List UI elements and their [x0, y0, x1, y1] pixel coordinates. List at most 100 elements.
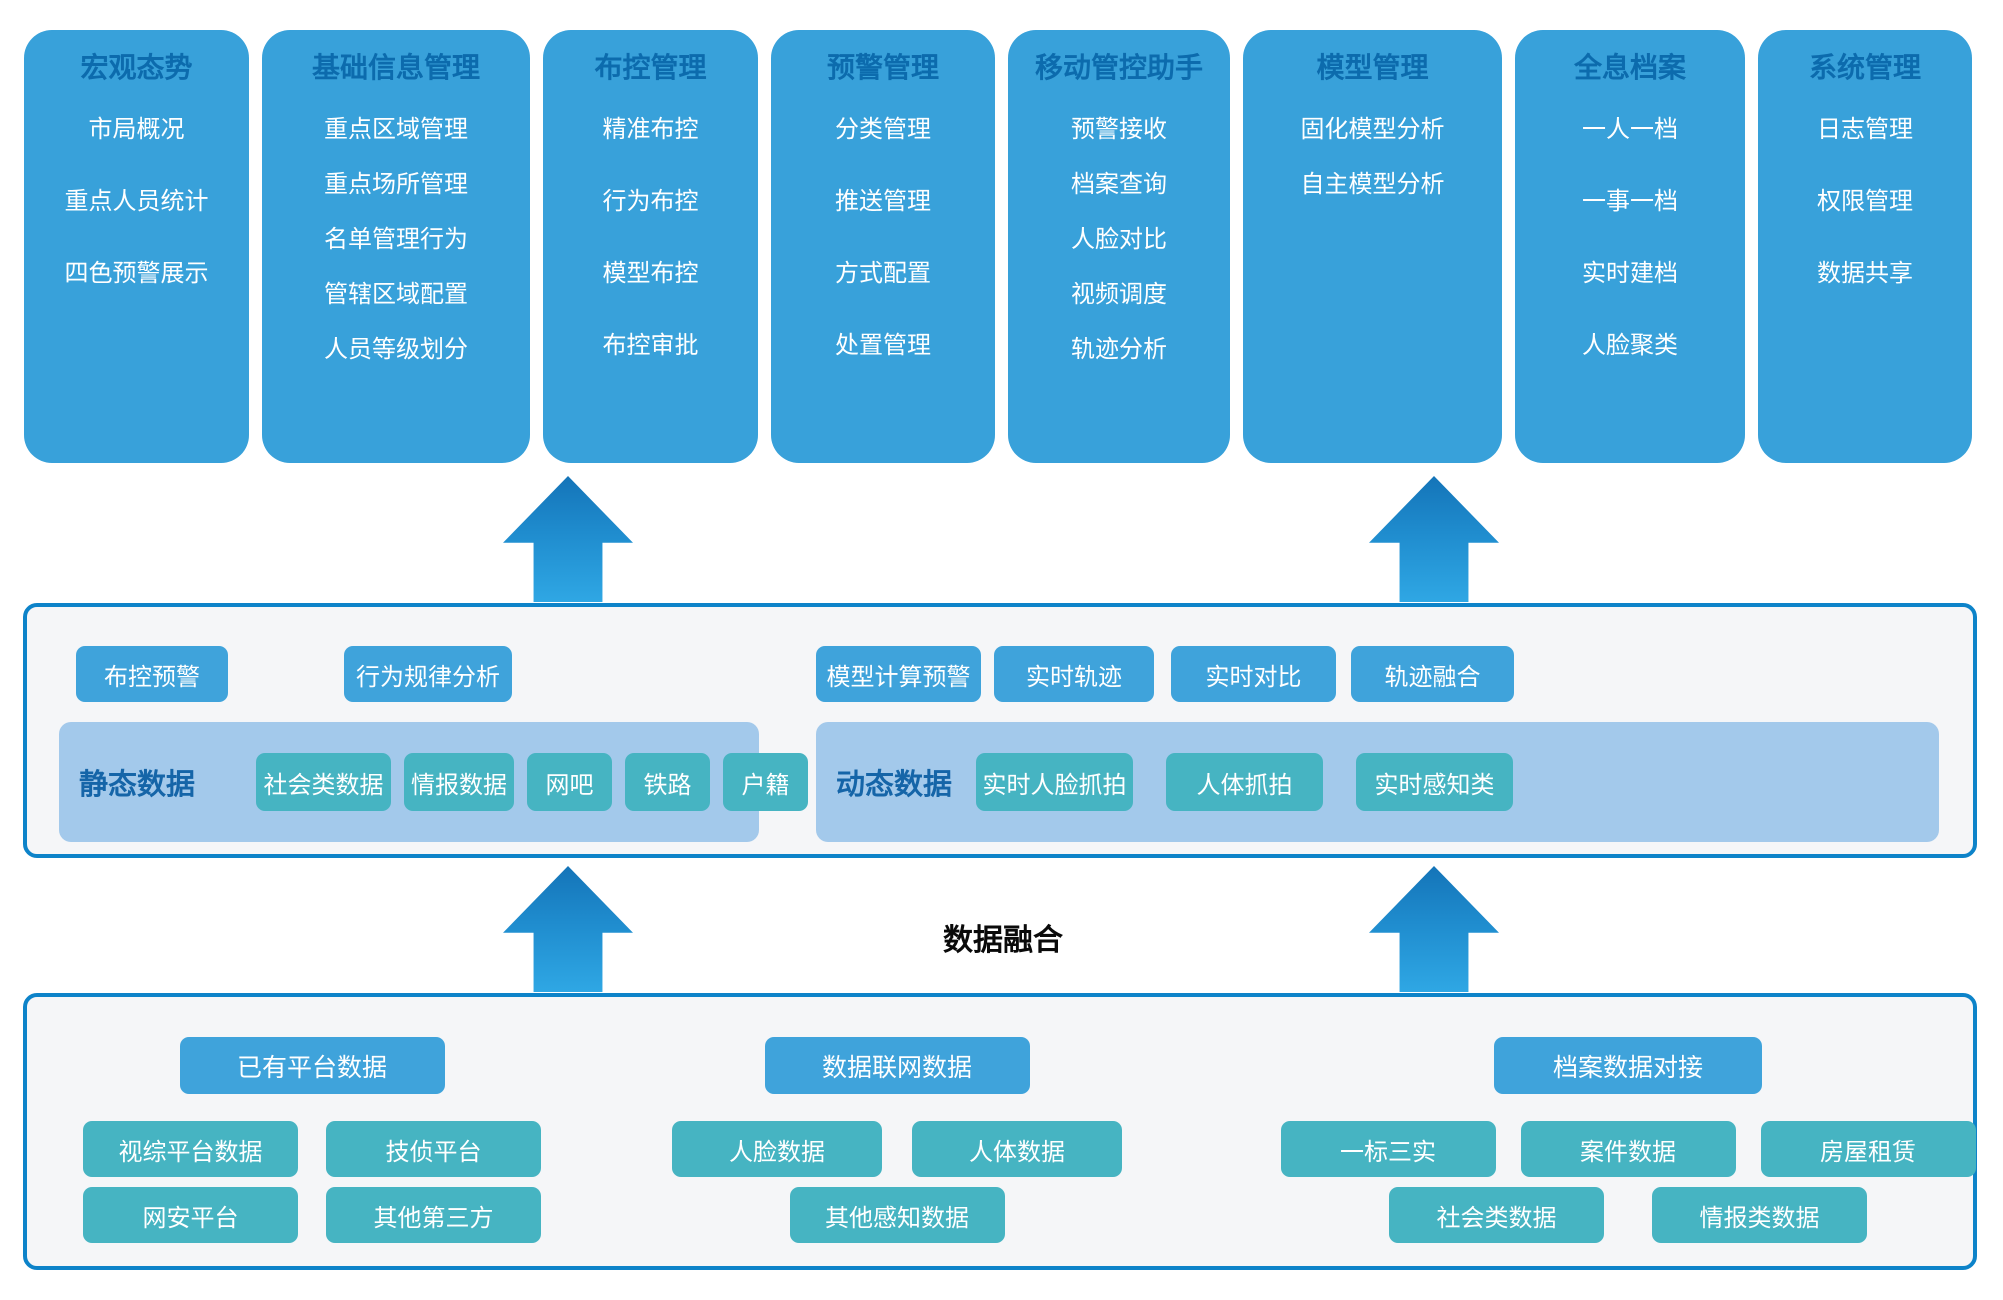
module-item: 档案查询: [1071, 170, 1167, 198]
module-item: 名单管理行为: [324, 225, 468, 253]
source-group-row: 其他感知数据: [652, 1187, 1142, 1243]
fusion-label: 数据融合: [943, 923, 1063, 958]
module-item-list: 分类管理推送管理方式配置处置管理: [771, 114, 995, 360]
up-arrow-right-bottom: [1369, 866, 1499, 992]
module-cards-row: 宏观态势市局概况重点人员统计四色预警展示基础信息管理重点区域管理重点场所管理名单…: [24, 30, 1972, 463]
dynamic-data-source: 人体抓拍: [1166, 753, 1323, 811]
source-data-chip: 视综平台数据: [83, 1121, 298, 1177]
up-arrow-right-top: [1369, 476, 1499, 602]
module-item: 预警接收: [1071, 115, 1167, 143]
static-data-source: 铁路: [625, 753, 710, 811]
analysis-capability-button: 布控预警: [76, 646, 228, 702]
module-item: 自主模型分析: [1300, 170, 1445, 198]
source-group-row: 社会类数据情报类数据: [1272, 1187, 1984, 1243]
analysis-capability-button: 模型计算预警: [816, 646, 981, 702]
source-data-chip: 其他感知数据: [789, 1187, 1005, 1243]
static-data-label: 静态数据: [78, 767, 195, 801]
module-item: 四色预警展示: [64, 259, 209, 287]
source-group-row: 人脸数据人体数据: [652, 1121, 1142, 1177]
module-card-title: 布控管理: [594, 51, 707, 84]
module-item: 权限管理: [1817, 187, 1913, 215]
source-data-chip: 其他第三方: [326, 1187, 541, 1243]
module-item: 方式配置: [835, 259, 931, 287]
module-item: 精准布控: [602, 115, 699, 143]
module-item: 人员等级划分: [324, 335, 468, 363]
dynamic-data-source: 实时人脸抓拍: [976, 753, 1133, 811]
module-item: 视频调度: [1071, 280, 1167, 308]
module-card-title: 系统管理: [1808, 51, 1921, 84]
source-group-header: 数据联网数据: [764, 1037, 1030, 1094]
module-item: 数据共享: [1817, 259, 1913, 287]
module-item: 模型布控: [602, 259, 699, 287]
module-item: 轨迹分析: [1071, 335, 1167, 363]
source-data-chip: 房屋租赁: [1760, 1121, 1976, 1177]
dynamic-data-source: 实时感知类: [1356, 753, 1513, 811]
module-item: 重点场所管理: [324, 170, 468, 198]
source-data-chip: 人体数据: [912, 1121, 1122, 1177]
module-card: 移动管控助手预警接收档案查询人脸对比视频调度轨迹分析: [1008, 30, 1230, 463]
static-data-source: 网吧: [527, 753, 612, 811]
module-card: 布控管理精准布控行为布控模型布控布控审批: [543, 30, 758, 463]
module-item-list: 日志管理权限管理数据共享: [1758, 114, 1972, 288]
module-card: 基础信息管理重点区域管理重点场所管理名单管理行为管辖区域配置人员等级划分: [262, 30, 530, 463]
analysis-capability-button: 实时对比: [1171, 646, 1336, 702]
module-item: 处置管理: [835, 331, 931, 359]
source-group-row: 网安平台其他第三方: [67, 1187, 557, 1243]
module-item: 行为布控: [602, 187, 699, 215]
source-group-row: 视综平台数据技侦平台: [67, 1121, 557, 1177]
module-item: 人脸对比: [1071, 225, 1167, 253]
module-card-title: 移动管控助手: [1034, 51, 1203, 84]
module-card: 全息档案一人一档一事一档实时建档人脸聚类: [1515, 30, 1745, 463]
dynamic-data-chips: 实时人脸抓拍人体抓拍实时感知类: [976, 753, 1513, 811]
source-group: 已有平台数据视综平台数据技侦平台网安平台其他第三方: [67, 997, 557, 1266]
module-card: 系统管理日志管理权限管理数据共享: [1758, 30, 1972, 463]
module-item-list: 预警接收档案查询人脸对比视频调度轨迹分析: [1008, 114, 1230, 364]
source-data-chip: 一标三实: [1280, 1121, 1496, 1177]
module-item: 实时建档: [1582, 259, 1678, 287]
module-item: 重点人员统计: [64, 187, 209, 215]
module-item: 一人一档: [1582, 115, 1678, 143]
module-card-title: 全息档案: [1573, 51, 1686, 84]
module-item: 布控审批: [602, 331, 699, 359]
source-data-chip: 网安平台: [83, 1187, 298, 1243]
module-item-list: 一人一档一事一档实时建档人脸聚类: [1515, 114, 1745, 360]
module-item-list: 市局概况重点人员统计四色预警展示: [24, 114, 249, 288]
analysis-panel: 静态数据 社会类数据情报数据网吧铁路户籍 动态数据 实时人脸抓拍人体抓拍实时感知…: [23, 603, 1977, 858]
static-data-group: 静态数据 社会类数据情报数据网吧铁路户籍: [59, 722, 808, 842]
module-card-title: 基础信息管理: [311, 51, 480, 84]
up-arrow-left-bottom: [503, 866, 633, 992]
module-item: 分类管理: [835, 115, 931, 143]
module-card: 预警管理分类管理推送管理方式配置处置管理: [771, 30, 995, 463]
module-item-list: 重点区域管理重点场所管理名单管理行为管辖区域配置人员等级划分: [262, 114, 530, 364]
module-item: 重点区域管理: [324, 115, 468, 143]
dynamic-data-group: 动态数据 实时人脸抓拍人体抓拍实时感知类: [816, 722, 1939, 842]
module-item-list: 精准布控行为布控模型布控布控审批: [543, 114, 758, 360]
static-data-source: 社会类数据: [256, 753, 391, 811]
up-arrow-left-top: [503, 476, 633, 602]
analysis-capability-button: 轨迹融合: [1351, 646, 1514, 702]
source-group: 档案数据对接一标三实案件数据房屋租赁社会类数据情报类数据: [1272, 997, 1984, 1266]
source-data-chip: 案件数据: [1520, 1121, 1736, 1177]
module-item: 一事一档: [1582, 187, 1678, 215]
source-group: 数据联网数据人脸数据人体数据其他感知数据: [652, 997, 1142, 1266]
static-data-source: 户籍: [723, 753, 808, 811]
source-group-header: 档案数据对接: [1494, 1037, 1762, 1094]
dynamic-data-label: 动态数据: [835, 767, 952, 801]
source-panel: 已有平台数据视综平台数据技侦平台网安平台其他第三方数据联网数据人脸数据人体数据其…: [23, 993, 1977, 1270]
module-item: 人脸聚类: [1582, 331, 1678, 359]
module-item: 固化模型分析: [1300, 115, 1445, 143]
module-item: 管辖区域配置: [324, 280, 468, 308]
analysis-capability-button: 行为规律分析: [344, 646, 512, 702]
analysis-capability-button: 实时轨迹: [994, 646, 1154, 702]
module-item: 推送管理: [835, 187, 931, 215]
source-data-chip: 人脸数据: [672, 1121, 882, 1177]
module-item: 市局概况: [88, 115, 185, 143]
module-card-title: 宏观态势: [80, 51, 193, 84]
module-card-title: 模型管理: [1316, 51, 1429, 84]
source-group-row: 一标三实案件数据房屋租赁: [1272, 1121, 1984, 1177]
source-data-chip: 情报类数据: [1652, 1187, 1867, 1243]
static-data-chips: 社会类数据情报数据网吧铁路户籍: [256, 753, 808, 811]
source-data-chip: 技侦平台: [326, 1121, 541, 1177]
module-item-list: 固化模型分析自主模型分析: [1243, 114, 1502, 199]
